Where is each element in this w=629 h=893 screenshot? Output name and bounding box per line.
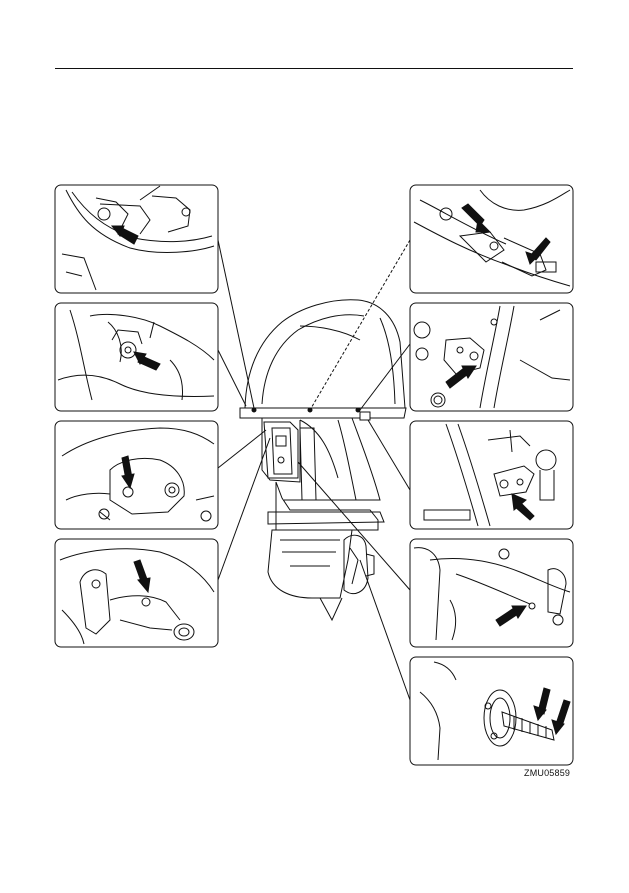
panel-left-2 — [54, 302, 219, 412]
outboard-motor — [239, 299, 407, 622]
panel-left-4 — [54, 538, 219, 648]
panel-left-1 — [54, 184, 219, 294]
panel-right-4 — [409, 538, 574, 648]
leader-lines — [217, 239, 411, 701]
panel-right-2 — [409, 302, 574, 412]
panel-right-3 — [409, 420, 574, 530]
panel-right-5 — [409, 656, 574, 766]
figure-code: ZMU05859 — [524, 768, 571, 778]
panel-right-1 — [409, 184, 574, 294]
panel-left-3 — [54, 420, 219, 530]
header-rule — [55, 68, 573, 69]
